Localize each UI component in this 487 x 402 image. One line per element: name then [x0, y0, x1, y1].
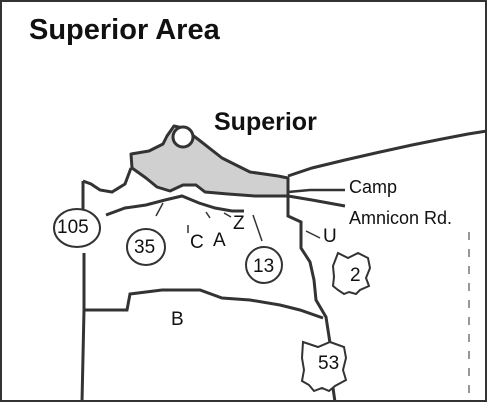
county-road-b-label: B — [171, 309, 184, 330]
town-line-b — [84, 288, 324, 320]
us53-line — [331, 387, 337, 402]
wi105-number: 105 — [57, 217, 89, 238]
us2-shield — [331, 251, 372, 296]
us53-shield — [300, 340, 348, 393]
road-tick-a — [205, 211, 211, 219]
road-tick-z — [223, 212, 232, 218]
wi35-number: 35 — [134, 237, 156, 258]
city-label: Superior — [214, 108, 317, 136]
wi13-shield — [245, 246, 283, 284]
county-road-z-label: Z — [233, 213, 245, 234]
road-tick-13 — [252, 214, 263, 242]
bay-shoreline — [82, 167, 133, 194]
east-boundary — [286, 196, 332, 344]
us2-number: 2 — [350, 265, 361, 286]
map-title: Superior Area — [29, 14, 220, 46]
wi13-number: 13 — [253, 256, 275, 277]
superior-city-area — [129, 124, 290, 198]
county-road-c-label: C — [190, 232, 204, 253]
wi35-shield — [126, 228, 166, 266]
town-boundary — [105, 194, 244, 217]
camp-label-line2: Amnicon Rd. — [349, 208, 453, 228]
camp-road — [287, 194, 346, 208]
lake-shoreline — [287, 129, 487, 178]
wi105-shield — [53, 208, 101, 248]
us53-number: 53 — [318, 353, 340, 374]
camp-road-upper — [287, 188, 345, 194]
county-road-a-label: A — [213, 230, 226, 251]
city-marker — [171, 125, 195, 149]
county-road-u-label: U — [323, 226, 337, 247]
road-tick-u — [305, 230, 321, 239]
camp-label-line1: Camp — [349, 177, 398, 197]
road-tick-35 — [155, 202, 164, 217]
